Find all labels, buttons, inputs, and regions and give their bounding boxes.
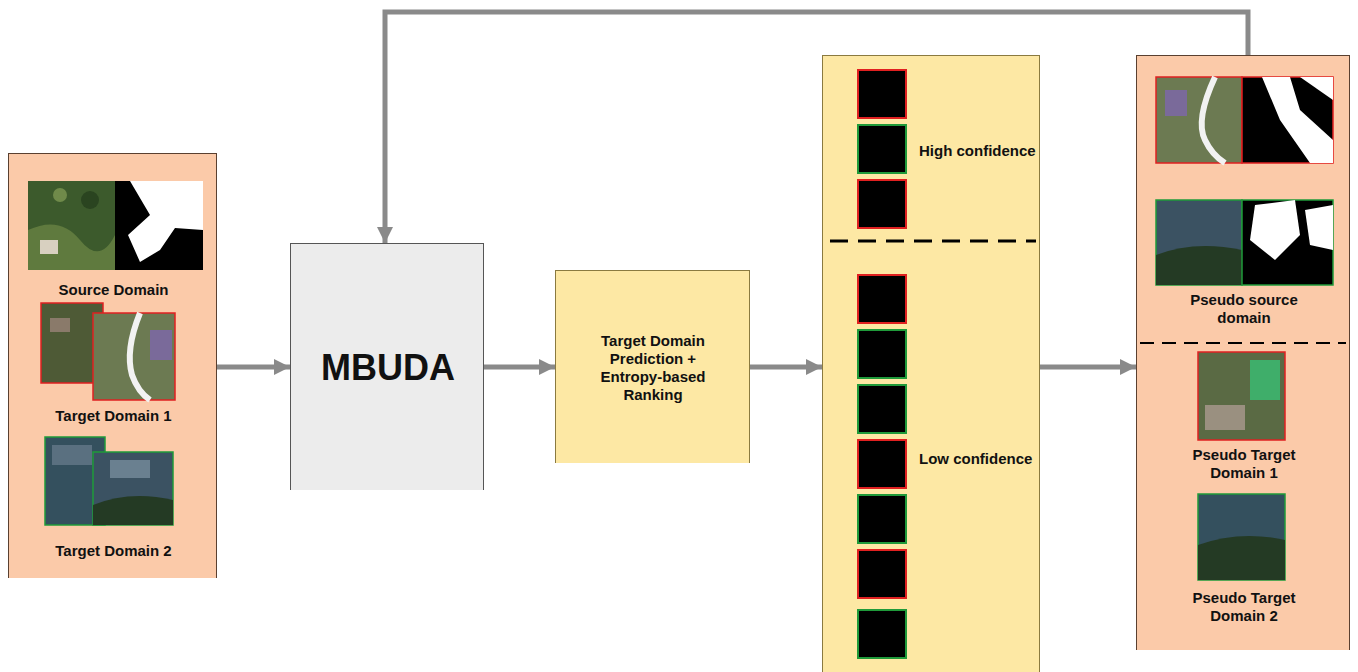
model-name: MBUDA: [291, 346, 485, 389]
node-label: Pseudo Target Domain 2: [1184, 589, 1304, 625]
flow-arrow: [484, 365, 555, 370]
node-label: Low confidence: [919, 450, 1037, 468]
node-label: High confidence: [919, 142, 1037, 160]
target-image: [41, 303, 175, 400]
output-panel: Pseudo source domainPseudo Target Domain…: [1136, 55, 1350, 650]
text-slot: Target Domain Prediction + Entropy-based…: [588, 332, 718, 404]
process-box: Target Domain Prediction + Entropy-based…: [555, 270, 750, 463]
text-slot: Pseudo source domain: [1179, 291, 1309, 327]
node-label: Target Domain Prediction + Entropy-based…: [588, 332, 718, 404]
text-slot: Source Domain: [9, 281, 218, 299]
model-box: MBUDA: [290, 243, 484, 490]
flow-arrow: [217, 365, 290, 370]
pseudo-source-image: [1156, 77, 1333, 285]
target-image: [45, 437, 173, 525]
text-slot: MBUDA: [291, 346, 485, 389]
text-slot: High confidence: [919, 142, 1037, 160]
flow-arrow: [385, 12, 1248, 243]
source-image: [28, 181, 203, 270]
ranked-thumbnails: [830, 70, 1036, 658]
text-slot: Target Domain 2: [9, 542, 218, 560]
input-panel: Source DomainTarget Domain 1 Target Domai…: [8, 153, 217, 578]
box-ground: [555, 270, 750, 463]
text-slot: Target Domain 1: [9, 407, 218, 425]
ranking-column: High confidenceLow confidence: [822, 55, 1040, 672]
node-label: Target Domain 2: [9, 542, 218, 560]
flow-arrow: [1040, 365, 1136, 370]
node-label: Pseudo Target Domain 1: [1184, 446, 1304, 482]
text-slot: Pseudo Target Domain 2: [1184, 589, 1304, 625]
divider: [1140, 342, 1346, 344]
panel-ground: [1136, 55, 1350, 650]
text-slot: Low confidence: [919, 450, 1037, 468]
box-ground: [290, 243, 484, 490]
node-label: Target Domain 1: [9, 407, 218, 425]
panel-ground: [8, 153, 217, 578]
column-ground: [822, 55, 1040, 672]
node-label: Source Domain: [9, 281, 218, 299]
node-label: Pseudo source domain: [1179, 291, 1309, 327]
flow-arrow: [750, 365, 822, 370]
text-slot: Pseudo Target Domain 1: [1184, 446, 1304, 482]
